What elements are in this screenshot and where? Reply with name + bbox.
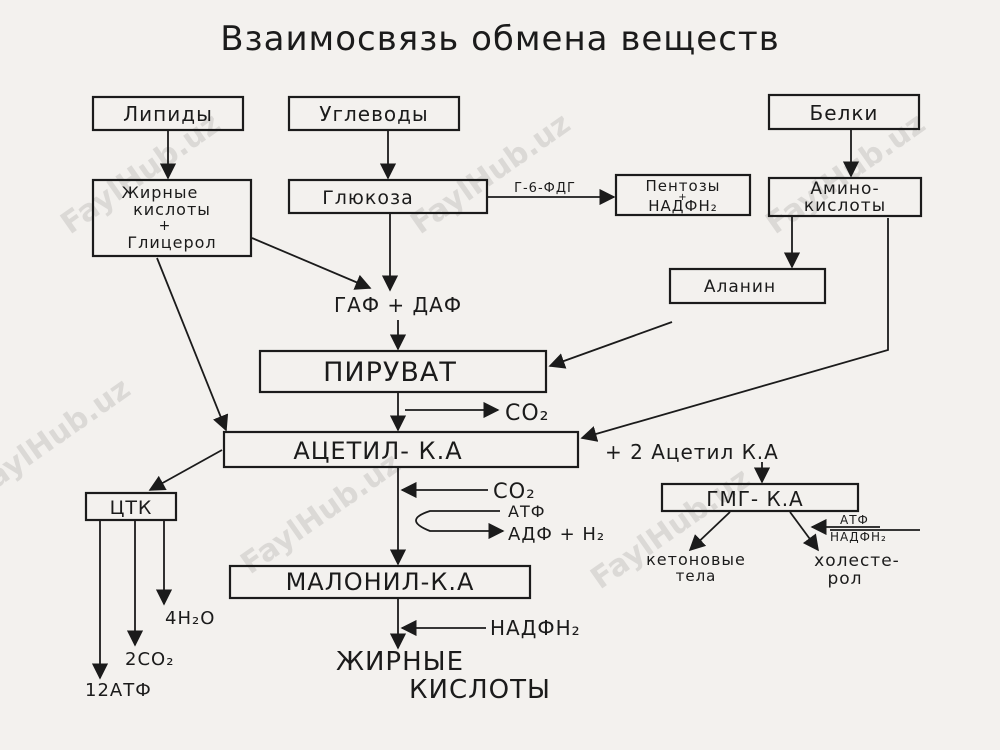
arrow-atp-adp-loop (415, 510, 505, 540)
watermark: FaylHub.uz (760, 106, 932, 241)
arrow-glycerol-gaf (251, 237, 372, 290)
carbs-box (287, 95, 461, 132)
nadph-to-fatty-acids: НАДФН₂ (490, 616, 581, 640)
pentoses-box (614, 173, 752, 217)
diagram-title: Взаимосвязь обмена веществ (220, 19, 780, 59)
tca-cycle-label: ЦТК (110, 497, 153, 519)
atp-to-cholesterol: АТФ (840, 513, 869, 527)
arrow-amino-acetyl (580, 218, 889, 442)
pyruvate-box (258, 349, 548, 394)
malonyl-coa-box (228, 564, 532, 600)
carbs-label: Углеводы (319, 102, 428, 126)
proteins-label: Белки (810, 101, 879, 125)
amino-acids-line2: кислоты (804, 196, 886, 216)
arrow-hmg-ketone (688, 511, 731, 552)
g6fdg-label: Г-6-ФДГ (514, 181, 576, 196)
plus-2-acetyl-coa: + 2 Ацетил К.А (605, 440, 779, 464)
hmg-coa-label: ГМГ- К.А (706, 487, 803, 511)
glucose-box (287, 178, 489, 215)
fatty-acids-output-line1: ЖИРНЫЕ (336, 647, 464, 677)
ketone-bodies-line2: тела (676, 567, 717, 585)
co2-to-malonyl: CO₂ (493, 479, 536, 503)
amino-acids-box (767, 176, 923, 218)
watermark: FaylHub.uz (585, 461, 757, 596)
malonyl-coa-label: МАЛОНИЛ-К.А (286, 568, 475, 596)
lipids-label: Липиды (123, 102, 213, 126)
tca-cycle-box (84, 491, 178, 522)
fatty-acids-line4: Глицерол (127, 233, 216, 252)
pyruvate-label: ПИРУВАТ (323, 357, 457, 388)
pentoses-line1: Пентозы (645, 177, 720, 195)
fatty-acids-line1: Жирные (122, 183, 199, 202)
hmg-coa-box (660, 482, 860, 513)
lipids-box (91, 95, 245, 132)
arrow-acetyl-tca (148, 449, 223, 491)
atp-output: 12АТФ (85, 680, 152, 701)
pentoses-line2: + (678, 192, 687, 203)
ketone-bodies-line1: кетоновые (646, 550, 746, 569)
nadph-to-cholesterol: НАДФН₂ (830, 530, 887, 544)
co2-output: 2СО₂ (125, 649, 174, 670)
fatty-acids-line3: + (159, 218, 172, 234)
fatty-acids-line2: кислоты (133, 200, 211, 219)
co2-from-pyruvate: CO₂ (505, 401, 550, 426)
acetyl-coa-box (222, 430, 580, 469)
adp-h2-from-malonyl: АДФ + Н₂ (508, 524, 605, 545)
gaf-daf-label: ГАФ + ДАФ (334, 293, 462, 317)
cholesterol-line2: рол (827, 569, 862, 589)
arrow-fattyacids-acetyl (156, 257, 229, 432)
glucose-label: Глюкоза (322, 187, 414, 209)
alanine-box (668, 267, 827, 305)
watermark: FaylHub.uz (55, 106, 227, 241)
arrow-hmg-cholesterol (789, 511, 819, 552)
alanine-label: Аланин (704, 277, 776, 297)
watermark: FaylHub.uz (405, 106, 577, 241)
amino-acids-line1: Амино- (810, 179, 879, 199)
pentoses-line3: НАДФН₂ (648, 197, 717, 215)
proteins-box (767, 93, 921, 131)
fatty-acids-output-line2: КИСЛОТЫ (409, 675, 551, 705)
fatty-acids-glycerol-box (91, 178, 253, 258)
arrow-alanine-pyruvate (548, 321, 673, 369)
arrows (91, 130, 920, 680)
atp-to-malonyl: АТФ (508, 502, 546, 521)
cholesterol-line1: холесте- (814, 551, 900, 571)
water-output: 4Н₂О (165, 608, 215, 629)
watermark: FaylHub.uz (0, 371, 137, 506)
acetyl-coa-label: АЦЕТИЛ- К.А (293, 437, 462, 465)
